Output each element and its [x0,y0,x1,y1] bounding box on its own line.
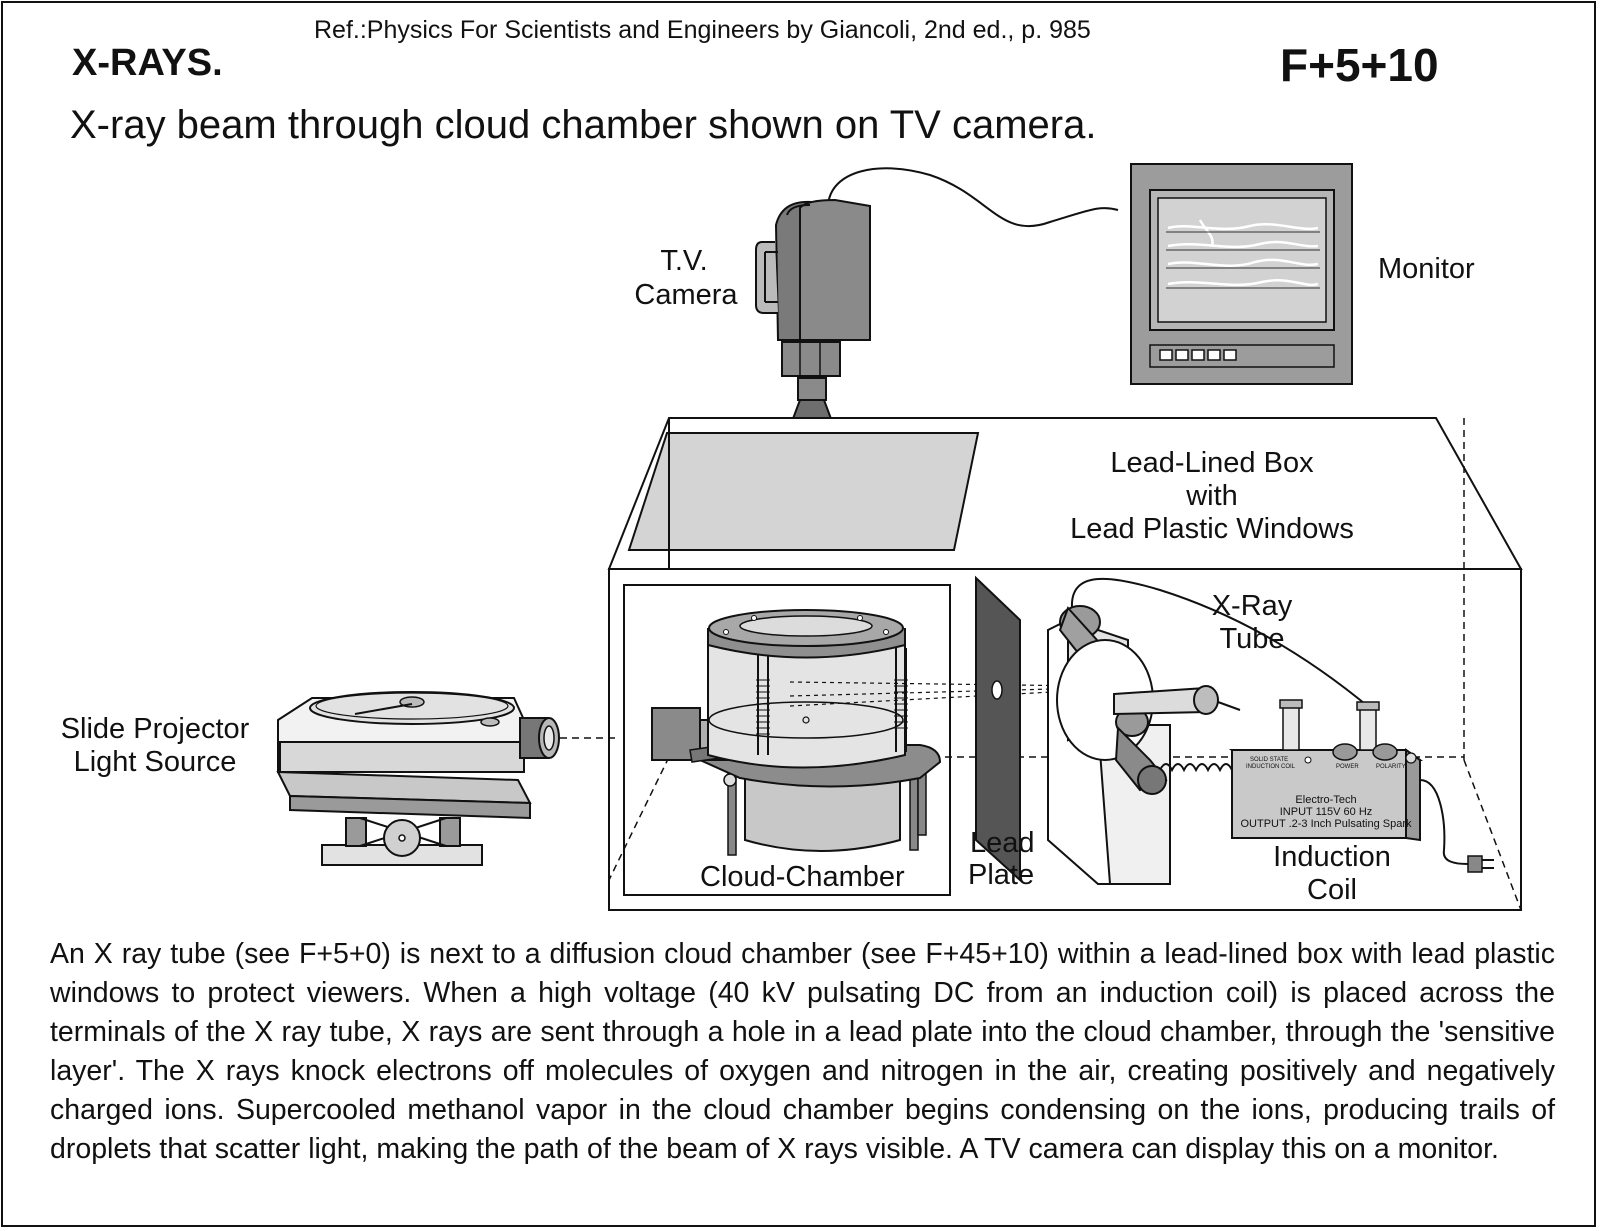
coil-power-text: POWER [1336,764,1359,770]
induction-coil-label-1: Induction [1273,841,1391,873]
induction-coil [1228,699,1424,842]
cloud-chamber-window [623,584,951,896]
box-label-3: Lead Plastic Windows [1070,513,1354,545]
slide-projector [276,691,560,866]
cloud-chamber [651,609,942,856]
coil-panel-text-1: SOLID STATE [1250,757,1288,763]
coil-panel-text-2: INDUCTION COIL [1246,764,1296,770]
xray-tube-label-1: X-Ray [1212,590,1293,622]
slide-projector-label-1: Slide Projector [61,713,250,745]
lead-plate-label-2: Plate [968,859,1034,891]
power-plug [1467,855,1494,873]
tv-camera [755,198,871,440]
box-label-2: with [1185,480,1238,512]
tube-wire [1070,577,1371,709]
coil-polarity-text: POLARITY [1376,764,1406,770]
coil-input-text: INPUT 115V 60 Hz [1280,806,1373,818]
page-subtitle: X-ray beam through cloud chamber shown o… [70,103,1097,147]
induction-coil-label-2: Coil [1307,874,1357,906]
tube-spring-wire [1159,763,1233,773]
monitor [1130,163,1353,385]
camera-cable [827,167,1119,228]
coil-brand-text: Electro-Tech [1295,794,1356,806]
page-title: X-RAYS. [72,42,223,84]
box-label-1: Lead-Lined Box [1110,447,1314,479]
reference-text: Ref.:Physics For Scientists and Engineer… [314,16,1091,44]
monitor-tracks [1167,219,1319,287]
lead-plate-label-1: Lead [970,827,1035,859]
description-paragraph: An X ray tube (see F+5+0) is next to a d… [50,938,1555,1165]
lead-plate [975,575,1021,883]
figure-code: F+5+10 [1280,39,1439,91]
xray-beam [789,681,1091,707]
power-cord [1419,779,1469,865]
monitor-label: Monitor [1378,253,1475,285]
tv-camera-label-2: Camera [634,279,738,311]
slide-projector-label-2: Light Source [74,746,237,778]
coil-output-text: OUTPUT .2-3 Inch Pulsating Spark [1241,818,1412,830]
xray-tube [1056,605,1241,795]
tv-camera-label-1: T.V. [660,245,707,277]
cloud-chamber-label: Cloud-Chamber [700,861,905,893]
xray-tube-label-2: Tube [1219,623,1284,655]
